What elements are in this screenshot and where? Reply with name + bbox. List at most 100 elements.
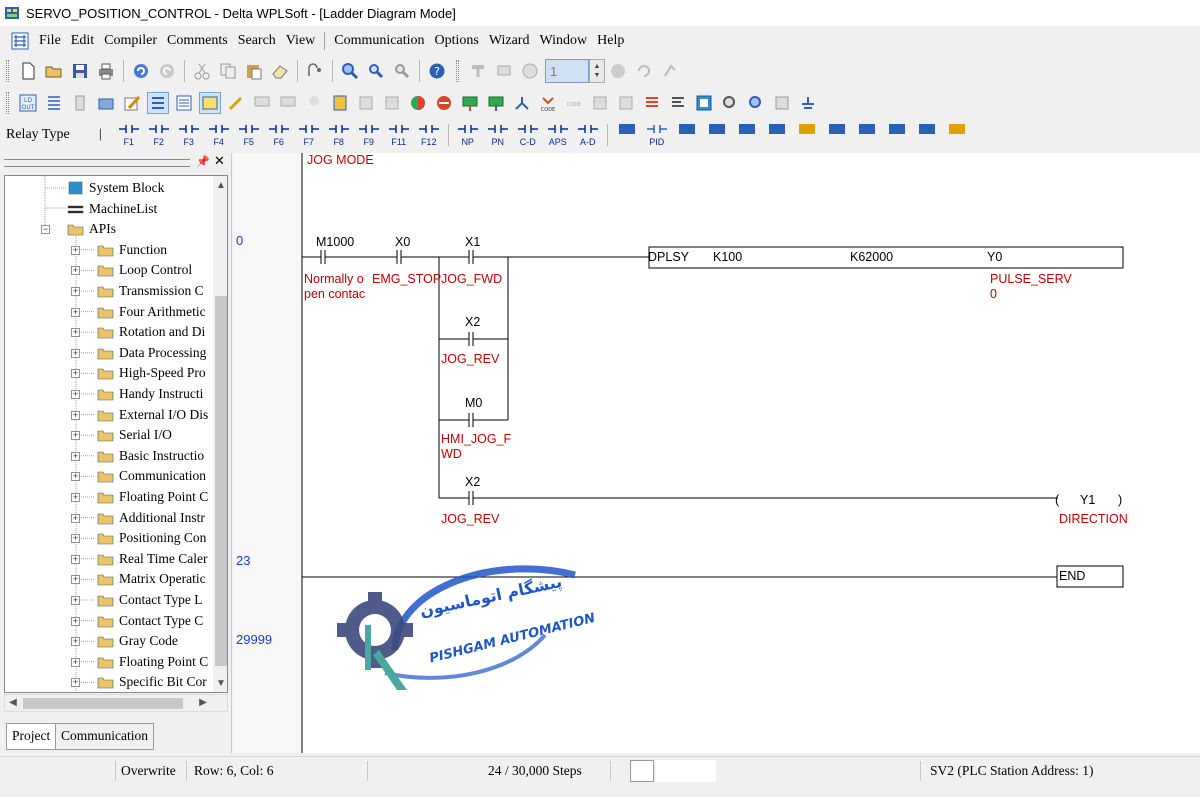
pin-icon[interactable]: 📌 [196,156,210,168]
tree-vertical-scrollbar[interactable]: ▲ ▼ [213,176,227,692]
search-device-button[interactable] [719,92,741,114]
bulb-button[interactable] [303,92,325,114]
relay-tool-button[interactable]: PN [486,123,510,147]
expand-icon[interactable]: + [71,306,80,317]
relay-tool-button[interactable]: F9 [357,123,381,147]
tree-item[interactable]: External I/O Dis [97,405,208,425]
scroll-right-icon[interactable]: ▶ [199,697,207,708]
hmi-button[interactable] [693,92,715,114]
help-button[interactable]: ? [426,60,448,82]
instruction-operand[interactable]: Y0 [987,250,1003,264]
scroll-down-icon[interactable]: ▼ [216,678,226,689]
plc-link-button[interactable] [511,92,533,114]
expand-icon[interactable]: + [71,636,80,647]
instruction-opcode[interactable]: DPLSY [648,250,689,264]
tree-item[interactable]: Loop Control [97,260,192,280]
relay-tool-button[interactable] [705,123,729,147]
expand-icon[interactable]: + [71,368,80,379]
tree-item[interactable]: Gray Code [97,631,178,651]
relay-tool-button[interactable]: F3 [177,123,201,147]
tree-item[interactable]: Contact Type C [97,611,203,631]
run-button[interactable] [407,92,429,114]
tree-item[interactable]: Specific Bit Cor [97,672,207,692]
relay-type-dropdown-arrow[interactable]: ▏ [100,129,108,141]
relay-tool-button[interactable]: NP [456,123,480,147]
toolbar-grip[interactable] [6,92,9,114]
relay-tool-button[interactable]: F1 [117,123,141,147]
relay-tool-button[interactable]: PID [645,123,669,147]
save-button[interactable] [69,60,91,82]
menu-communication[interactable]: Communication [334,33,425,48]
collapse-icon[interactable]: − [41,224,50,235]
tab-project[interactable]: Project [6,723,57,750]
menu-window[interactable]: Window [539,33,588,48]
relay-tool-button[interactable] [885,123,909,147]
expand-icon[interactable]: + [71,327,80,338]
plc-read-button[interactable] [459,92,481,114]
timer-button[interactable] [519,60,541,82]
relay-tool-button[interactable] [855,123,879,147]
menu-file[interactable]: File [39,33,61,48]
relay-tool-button[interactable] [795,123,819,147]
contact-x2-device[interactable]: X2 [465,315,481,329]
expand-icon[interactable]: + [71,677,80,688]
paste-button[interactable] [243,60,265,82]
expand-icon[interactable]: + [71,553,80,564]
menu-options[interactable]: Options [434,33,479,48]
ladder-document-icon[interactable] [10,31,30,51]
memory-button[interactable] [771,92,793,114]
relay-tool-button[interactable] [945,123,969,147]
edit-mode-button[interactable] [121,92,143,114]
eraser-button[interactable] [269,60,291,82]
stop-plc-button[interactable] [433,92,455,114]
toolbar-grip[interactable] [6,60,9,82]
tree-item[interactable]: APIs [67,219,116,239]
zoom-button[interactable] [339,60,361,82]
expand-icon[interactable]: + [71,430,80,441]
contact-m1000-device[interactable]: M1000 [316,235,355,249]
relay-tool-button[interactable]: F4 [207,123,231,147]
tree-item[interactable]: High-Speed Pro [97,363,206,383]
sfc-button[interactable] [69,92,91,114]
relay-tool-button[interactable]: F6 [267,123,291,147]
tree-item[interactable]: Function [97,240,167,260]
code-button[interactable]: CODE [537,92,559,114]
tree-horizontal-scrollbar[interactable]: ◀ ▶ [4,694,228,712]
menu-wizard[interactable]: Wizard [488,33,530,48]
tree-item[interactable]: Communication [97,466,206,486]
expand-icon[interactable]: + [71,615,80,626]
toolbar-grip[interactable] [456,60,459,82]
scroll-thumb[interactable] [215,296,227,666]
expand-icon[interactable]: + [71,533,80,544]
tree-item[interactable]: Floating Point C [97,652,208,672]
relay-tool-button[interactable] [615,123,639,147]
monitor-button[interactable] [493,60,515,82]
chat-comment-button[interactable] [251,92,273,114]
print-button[interactable] [95,60,117,82]
register-button[interactable] [641,92,663,114]
sync-button[interactable] [659,60,681,82]
relay-tool-button[interactable] [675,123,699,147]
cut-button[interactable] [191,60,213,82]
open-file-button[interactable] [43,60,65,82]
stop-button[interactable] [607,60,629,82]
coil-y1-device[interactable]: Y1 [1080,493,1096,507]
expand-icon[interactable]: + [71,286,80,296]
refresh-button[interactable] [633,60,655,82]
expand-icon[interactable]: + [71,595,80,605]
relay-tool-button[interactable] [825,123,849,147]
segment-button[interactable] [329,92,351,114]
relay-tool-button[interactable]: APS [546,123,570,147]
device-table2-button[interactable] [615,92,637,114]
code-disabled-button[interactable]: CODE [563,92,585,114]
tree-item[interactable]: MachineList [67,199,157,219]
transfer-button[interactable] [467,60,489,82]
tree-item[interactable]: Real Time Caler [97,549,208,569]
end-instruction[interactable]: END [1059,569,1086,583]
relay-tool-button[interactable]: F5 [237,123,261,147]
relay-tool-button[interactable]: C-D [516,123,540,147]
tree-item[interactable]: Data Processing [97,343,206,363]
instruction-list-button[interactable] [43,92,65,114]
expand-icon[interactable]: + [71,265,80,276]
